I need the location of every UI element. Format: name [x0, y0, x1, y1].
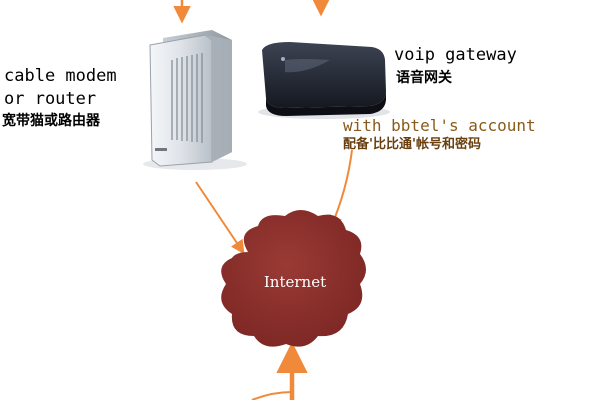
- account-label: with bbtel's account: [343, 116, 536, 135]
- voip-gateway-device: [258, 42, 390, 119]
- cable-modem-device: [143, 30, 247, 170]
- gateway-label: voip gateway: [394, 45, 517, 65]
- arrow-gateway-to-internet: [329, 149, 353, 230]
- internet-cloud-label: Internet: [263, 273, 327, 291]
- gateway-label-cn: 语音网关: [396, 70, 452, 86]
- arrow-modem-to-internet: [195, 181, 245, 255]
- arrow-bottom-curve: [251, 391, 293, 400]
- modem-label-cn: 宽带猫或路由器: [2, 113, 100, 129]
- internet-cloud: [221, 210, 366, 347]
- modem-label-line2: or router: [4, 89, 97, 109]
- account-label-cn: 配备'比比通'帐号和密码: [343, 137, 481, 152]
- modem-label-line1: cable modem: [4, 66, 117, 86]
